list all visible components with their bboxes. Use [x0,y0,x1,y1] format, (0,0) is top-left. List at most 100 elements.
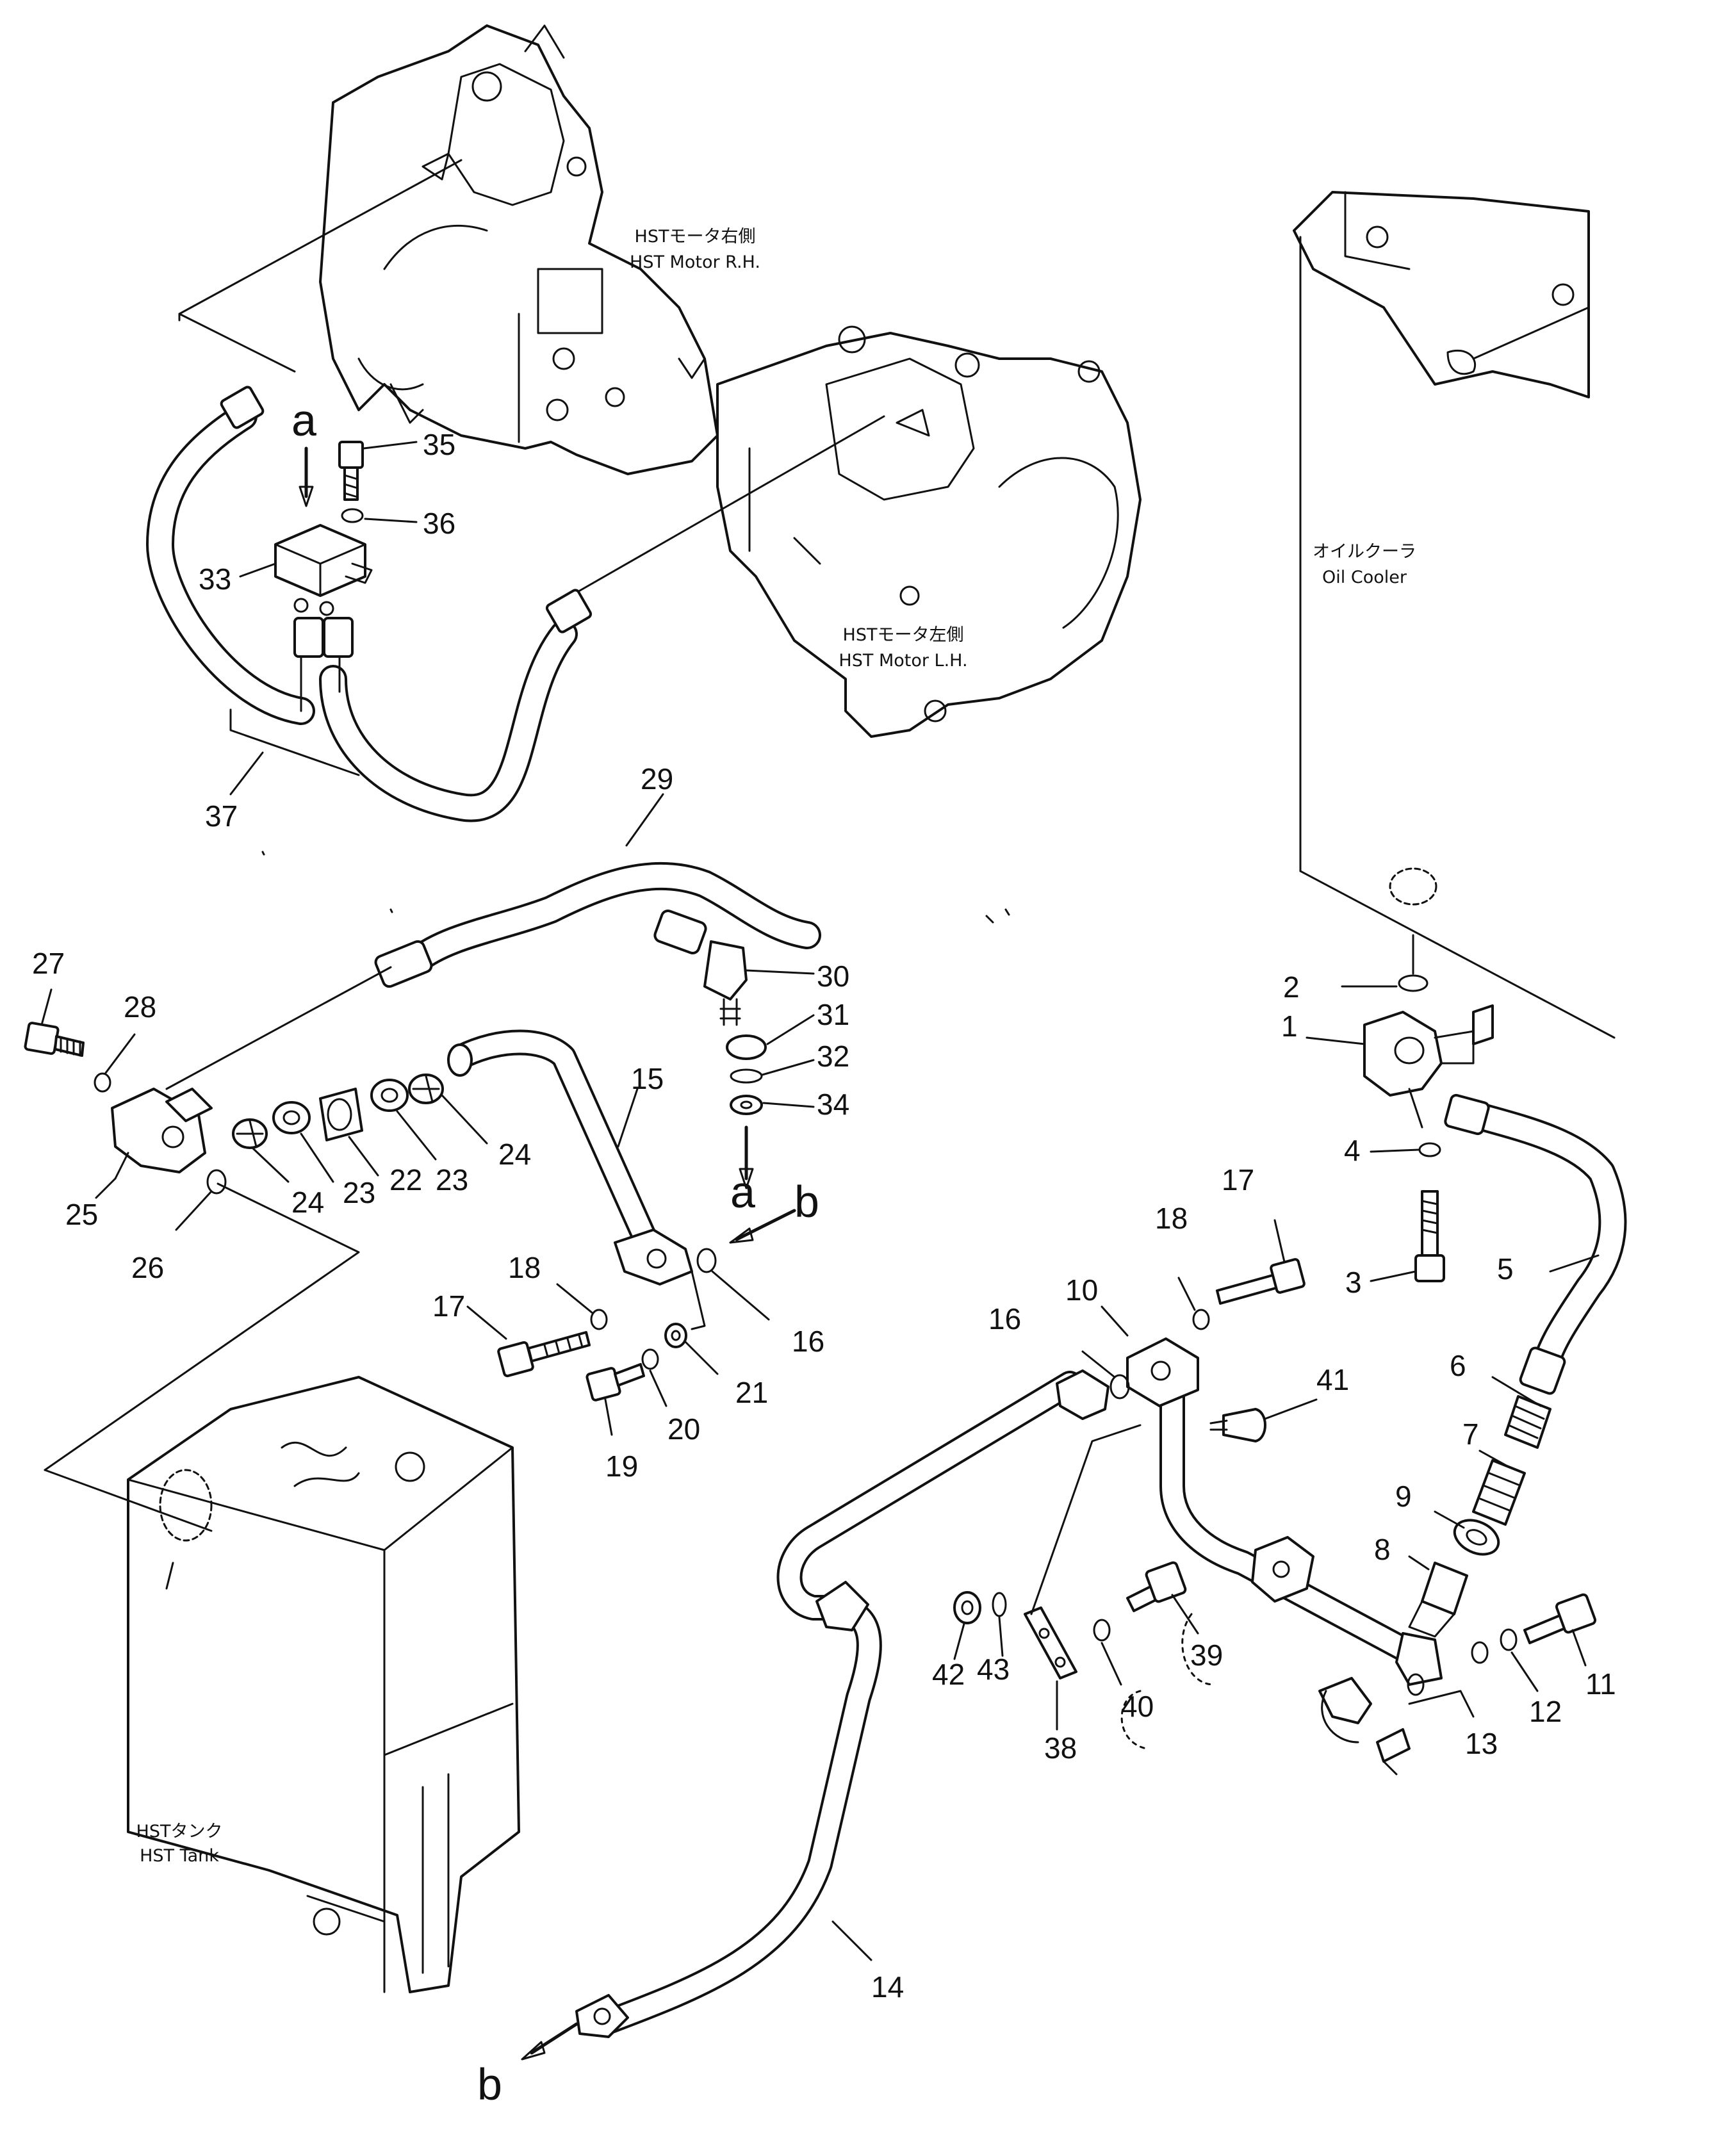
leader-16b [1081,1350,1116,1378]
washer-40 [1093,1619,1111,1642]
callout-20: 20 [667,1412,700,1446]
oring-16a [696,1248,717,1273]
leader-35 [363,441,418,450]
leader-13 [1408,1690,1475,1718]
leader-36 [364,518,418,523]
leader-tank-lower [44,1469,213,1532]
tank-label-en: HST Tank [140,1846,219,1866]
hst-motor-rh [319,24,719,475]
callout-35: 35 [423,428,455,461]
leader-24a [252,1147,290,1183]
callout-40: 40 [1121,1690,1154,1723]
leader-32 [761,1059,815,1076]
line-25-to-29 [165,966,392,1090]
leader-8 [1408,1555,1430,1571]
oring-2 [1398,974,1429,992]
nut-42 [953,1591,981,1624]
callout-36: 36 [423,507,455,540]
washer-21 [664,1323,687,1348]
leader-17b [1273,1219,1286,1263]
leader-26 [175,1190,213,1231]
leader-21 [684,1341,719,1375]
leader-3 [1370,1270,1417,1282]
assembly-13 [1318,1677,1411,1776]
callout-39: 39 [1190,1638,1223,1672]
ring-32 [730,1068,763,1084]
leader-tank [44,1182,360,1471]
arrow-b-bottom [530,2022,578,2055]
callout-19: 19 [605,1450,638,1483]
mark-b-mid: b [794,1177,819,1227]
washer-36 [341,508,364,523]
block-33 [274,524,373,616]
arrow-b-mid [735,1209,796,1241]
callout-12: 12 [1529,1695,1562,1728]
callout-18b: 18 [1155,1202,1188,1235]
hst-tank [127,1376,520,1993]
scan-speck [985,908,1010,924]
pipe-15 [447,1029,706,1330]
leader-motor-lh [575,415,885,594]
leader-30 [745,969,815,975]
leader-39 [1171,1594,1199,1635]
mark-b-bottom: b [477,2059,502,2109]
clamp-24a [232,1118,268,1149]
bolt-3 [1414,1190,1445,1282]
nut-31 [726,1034,767,1060]
leader-22 [348,1136,379,1177]
callout-17b: 17 [1222,1163,1254,1196]
leader-41 [1264,1398,1318,1420]
leader-4 [1370,1148,1420,1153]
oil-cooler-label-jp: オイルクーラ [1313,542,1416,562]
hose-5 [1444,1093,1627,1395]
pipe-14 [575,1369,1109,2038]
callout-31: 31 [817,998,849,1031]
callout-23b: 23 [436,1163,468,1196]
flange-25 [111,1088,213,1180]
callout-34: 34 [817,1088,849,1121]
bolt-27 [24,1022,85,1057]
callout-10: 10 [1065,1273,1098,1307]
leader-7 [1478,1450,1510,1468]
callout-29: 29 [641,762,673,796]
bolt-35 [338,441,364,501]
fitting-7 [1472,1459,1526,1526]
callout-21: 21 [735,1376,768,1409]
leader-6 [1491,1376,1542,1407]
callout-1: 1 [1281,1009,1298,1043]
leader-1 [1306,1036,1366,1045]
callout-5: 5 [1497,1252,1514,1286]
washer-20 [641,1348,659,1370]
callout-2: 2 [1283,970,1300,1004]
clamp-41 [1222,1408,1266,1442]
callout-42: 42 [932,1658,965,1691]
callout-6: 6 [1450,1349,1466,1382]
leader-motor-rh-bracket [178,313,296,373]
callout-numbers: 1 2 3 4 5 6 7 8 9 10 11 12 13 14 15 16 1… [32,428,1616,2004]
oil-cooler [1293,191,1616,1039]
washer-13b [1471,1641,1489,1664]
leader-37-bracket [229,708,360,776]
mark-a-mid: a [730,1167,755,1217]
bolt-39 [1126,1561,1187,1612]
mark-39 [1181,1613,1215,1686]
callout-14: 14 [871,1970,904,2004]
bolt-11 [1523,1593,1597,1644]
clamp-24b [408,1074,444,1104]
leader-28 [104,1033,136,1074]
leader-40 [1101,1642,1122,1686]
callout-16a: 16 [792,1325,824,1358]
washer-18b [1192,1309,1210,1330]
leader-27 [40,988,53,1026]
leader-34 [762,1102,815,1108]
leader-25 [95,1177,117,1199]
oring-26 [206,1169,227,1195]
leader-11 [1571,1629,1587,1667]
leader-16a [711,1270,770,1321]
callout-17a: 17 [432,1289,465,1323]
leader-33 [239,562,277,578]
callout-9: 9 [1395,1480,1412,1513]
callout-22: 22 [389,1163,422,1196]
callout-24b: 24 [498,1138,531,1171]
washer-4 [1418,1142,1441,1157]
